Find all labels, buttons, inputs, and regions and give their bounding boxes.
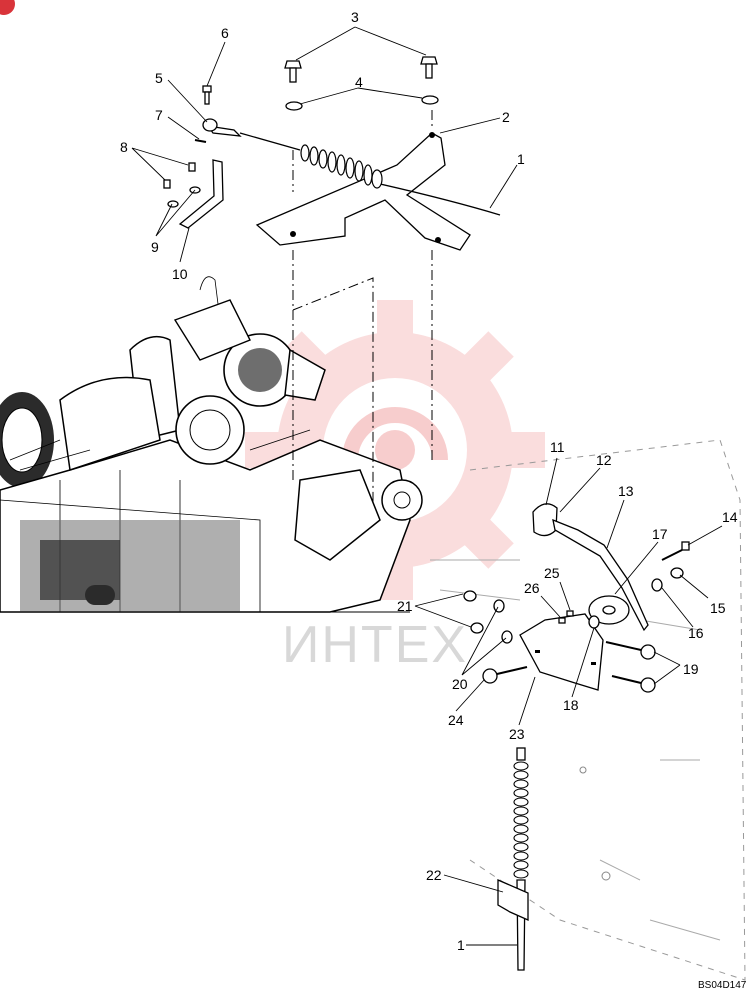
callout-11: 11 xyxy=(550,439,565,455)
slot xyxy=(535,650,540,653)
slot xyxy=(591,662,596,665)
watermark-text: ИНТЕХ xyxy=(282,616,468,674)
friction-disc-hub xyxy=(602,605,616,615)
callout-24: 24 xyxy=(448,712,464,728)
pin xyxy=(194,139,207,143)
callout-21: 21 xyxy=(397,598,413,614)
drawing-code: BS04D147 xyxy=(698,980,747,991)
leader-lines xyxy=(131,26,723,946)
control-lever xyxy=(552,518,649,632)
nut xyxy=(463,590,477,602)
callout-9: 9 xyxy=(151,239,159,255)
callout-19: 19 xyxy=(683,661,699,677)
bolt xyxy=(188,162,196,172)
bolt xyxy=(202,85,212,105)
side-panel xyxy=(430,439,746,981)
spacer xyxy=(558,617,566,624)
bolt xyxy=(420,56,438,79)
callout-1-bottom: 1 xyxy=(457,937,465,953)
corner-badge xyxy=(0,0,15,15)
bolt xyxy=(163,179,171,189)
cable-bracket xyxy=(255,132,471,251)
cable-eye-end xyxy=(202,118,218,132)
nut xyxy=(470,622,484,634)
washer xyxy=(421,95,439,105)
callout-26: 26 xyxy=(524,580,540,596)
callout-16: 16 xyxy=(688,625,704,641)
washer xyxy=(285,101,303,111)
lower-throttle-cable xyxy=(513,747,529,971)
washer xyxy=(493,599,505,613)
callout-14: 14 xyxy=(722,509,738,525)
callout-5: 5 xyxy=(155,70,163,86)
nut xyxy=(167,200,179,208)
callout-12: 12 xyxy=(596,452,612,468)
callout-22: 22 xyxy=(426,867,442,883)
callout-10: 10 xyxy=(172,266,188,282)
callout-7: 7 xyxy=(155,107,163,123)
bolt xyxy=(661,541,690,561)
mounting-plate xyxy=(519,613,604,691)
clip xyxy=(566,610,574,617)
washer xyxy=(501,630,513,644)
bolt xyxy=(605,641,656,660)
bolt xyxy=(284,60,302,83)
cable-mount-bracket xyxy=(497,879,529,922)
callout-20: 20 xyxy=(452,676,468,692)
callout-23: 23 xyxy=(509,726,525,742)
callout-2: 2 xyxy=(502,109,510,125)
callout-25: 25 xyxy=(544,565,560,581)
engine-assembly xyxy=(0,276,423,613)
callout-8: 8 xyxy=(120,139,128,155)
callout-18: 18 xyxy=(563,697,579,713)
alignment-line xyxy=(292,277,374,505)
callout-3: 3 xyxy=(351,9,359,25)
bolt xyxy=(611,675,656,693)
callout-13: 13 xyxy=(618,483,634,499)
callout-6: 6 xyxy=(221,25,229,41)
callout-1-top: 1 xyxy=(517,151,525,167)
cable-clamp-bracket xyxy=(178,159,224,229)
bolt xyxy=(482,666,528,684)
nut xyxy=(588,615,600,629)
callout-4: 4 xyxy=(355,74,363,90)
washer xyxy=(651,578,663,592)
callout-15: 15 xyxy=(710,600,726,616)
callouts: 6 3 5 4 7 2 8 1 9 10 11 12 13 14 17 25 2… xyxy=(120,9,738,953)
callout-17: 17 xyxy=(652,526,668,542)
